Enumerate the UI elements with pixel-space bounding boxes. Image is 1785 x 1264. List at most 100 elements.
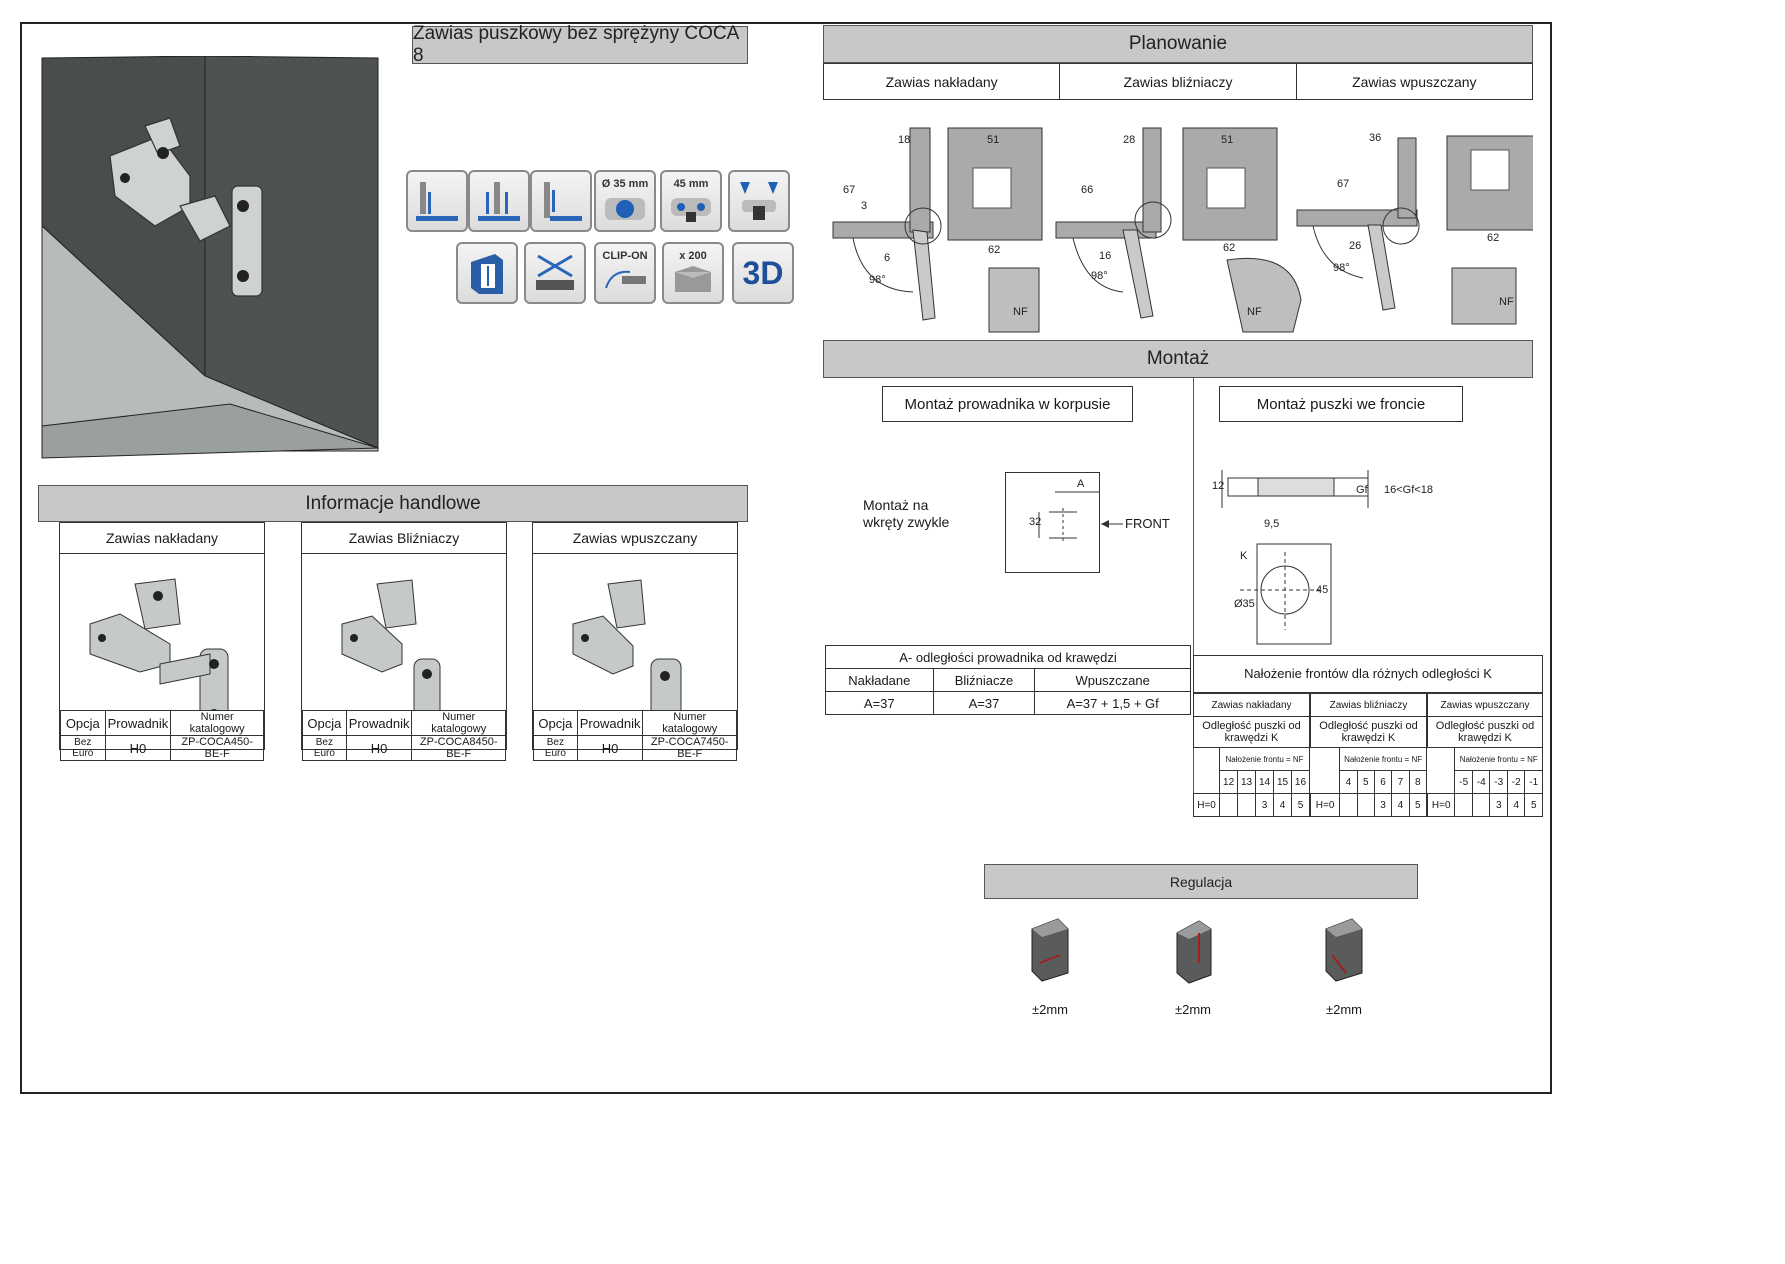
k-group-nf: Nałożenie frontu = NF (1219, 747, 1310, 771)
a-value-twin: A=37 (932, 691, 1036, 715)
regulation-title-text: Regulacja (1169, 873, 1233, 890)
k-group-name: Zawias bliźniaczy (1310, 693, 1427, 717)
montaz-left-label: Montaż prowadnika w korpusie (882, 386, 1133, 422)
screws-note: Montaż na wkręty zwykle (863, 497, 949, 531)
montaz-divider (1193, 378, 1194, 798)
cell-guide: H0 (345, 735, 413, 761)
planning-types: Zawias nakładany Zawias bliźniaczy Zawia… (823, 63, 1533, 100)
header-guide: Prowadnik (345, 710, 413, 736)
montaz-right-label: Montaż puszki we froncie (1219, 386, 1463, 422)
dim-d3-top: 36 (1369, 132, 1382, 144)
k-value: 6 (1373, 770, 1393, 794)
planning-drawings: 18 67 3 6 98° 51 62 NF 28 66 16 98° 51 6… (823, 120, 1542, 340)
nf-value: 5 (1290, 793, 1311, 817)
a-distance-table: A- odległości prowadnika od krawędzi Nak… (825, 645, 1191, 715)
dim-d1-gap: 3 (861, 200, 868, 212)
twin-hinge-icon (468, 170, 530, 232)
k-value: 4 (1339, 770, 1358, 794)
dim-35: Ø35 (1234, 598, 1255, 610)
dim-d2-side: 16 (1099, 250, 1112, 262)
type-twin: Zawias bliźniaczy (1060, 64, 1297, 99)
cell-option: Bez Euro (60, 735, 106, 761)
k-group-sub: Odległość puszki od krawędzi K (1310, 716, 1427, 748)
cell-catalog: ZP-COCA7450-BE-F (642, 735, 737, 761)
cell-option: Bez Euro (533, 735, 578, 761)
k-value: 13 (1237, 770, 1257, 794)
guide-plate-drawing: A 32 FRONT (1005, 472, 1175, 574)
regulation-item-2: ±2mm (1163, 915, 1223, 1025)
product-image (533, 554, 737, 732)
dim-d1-w62: 62 (988, 244, 1001, 256)
header-option: Opcja (302, 710, 347, 736)
header-guide: Prowadnik (576, 710, 644, 736)
dim-d3-side: 26 (1349, 240, 1362, 252)
k-group-name: Zawias nakładany (1193, 693, 1310, 717)
product-name: Zawias Bliźniaczy (302, 523, 506, 554)
cube-depth-icon (1325, 918, 1363, 982)
dim-d3-angle: 98° (1333, 262, 1350, 274)
k-value: 5 (1356, 770, 1375, 794)
nf-value: 4 (1391, 793, 1410, 817)
nf-value: 4 (1506, 793, 1526, 817)
dim-45: 45 (1316, 584, 1329, 596)
dim-d1-w51: 51 (987, 134, 1000, 146)
dim-d1-top: 18 (898, 134, 911, 146)
type-overlay: Zawias nakładany (824, 64, 1061, 99)
dim-d1-side: 6 (884, 252, 891, 264)
screws-note-line2: wkręty zwykle (863, 514, 950, 530)
inset-hinge-icon (530, 170, 592, 232)
clip-on-label: CLIP-ON (602, 250, 648, 262)
dim-d2-w51: 51 (1221, 134, 1234, 146)
montaz-left-label-text: Montaż prowadnika w korpusie (904, 395, 1111, 413)
page-frame (20, 22, 1552, 1094)
k-value: 12 (1219, 770, 1239, 794)
montaz-title: Montaż (823, 340, 1533, 378)
dim-d1-height: 67 (843, 184, 856, 196)
cube-lateral-icon (1031, 918, 1069, 982)
k-group-inset: Zawias wpuszczany Odległość puszki od kr… (1426, 693, 1543, 817)
type-twin-label: Zawias bliźniaczy (1123, 73, 1233, 90)
nf-value: 3 (1489, 793, 1508, 817)
regulation-value: ±2mm (1325, 1002, 1363, 1017)
dim-d2-height: 66 (1081, 184, 1094, 196)
dim-d2-w62: 62 (1223, 242, 1236, 254)
page-title: Zawias puszkowy bez sprężyny COCA 8 (412, 23, 748, 66)
dim-12: 12 (1212, 480, 1225, 492)
type-inset: Zawias wpuszczany (1297, 64, 1532, 99)
type-overlay-label: Zawias nakładany (885, 73, 998, 90)
a-value-overlay: A=37 (825, 691, 934, 715)
a-header-overlay: Nakładane (825, 668, 934, 692)
nf-value: 3 (1255, 793, 1275, 817)
clip-on-icon: CLIP-ON (594, 242, 656, 304)
a-header-inset: Wpuszczane (1034, 668, 1191, 692)
k-group-overlay: Zawias nakładany Odległość puszki od kra… (1192, 693, 1311, 817)
dim-32: 32 (1029, 516, 1042, 528)
cup-distance-label: 45 mm (673, 178, 709, 190)
planning-title-text: Planowanie (1128, 33, 1228, 54)
k-value: -1 (1524, 770, 1543, 794)
box-quantity-label: x 200 (679, 250, 707, 262)
nf-value (1471, 793, 1491, 817)
cell-option: Bez Euro (302, 735, 347, 761)
trade-section-title: Informacje handlowe (38, 485, 748, 522)
screws-icon (728, 170, 790, 232)
dim-d2-top: 28 (1123, 134, 1136, 146)
product-image (60, 554, 264, 732)
nf-value: 5 (1408, 793, 1428, 817)
dim-a: A (1077, 478, 1085, 490)
k-value: 7 (1391, 770, 1410, 794)
k-table-title: Nałożenie frontów dla różnych odległości… (1193, 655, 1543, 693)
trade-title: Informacje handlowe (305, 492, 481, 514)
cup-drawing: 12 Gf 16<Gf<18 9,5 K 45 Ø35 (1210, 460, 1460, 650)
product-name: Zawias nakładany (60, 523, 264, 554)
3d-adjustment-icon: 3D (732, 242, 794, 304)
dim-d3-nf: NF (1499, 296, 1514, 308)
montaz-right-label-text: Montaż puszki we froncie (1256, 395, 1426, 413)
front-label: FRONT (1125, 516, 1170, 531)
cup-diameter-icon: Ø 35 mm (594, 170, 656, 232)
k-group-twin: Zawias bliźniaczy Odległość puszki od kr… (1309, 693, 1428, 817)
k-value: -2 (1506, 770, 1526, 794)
